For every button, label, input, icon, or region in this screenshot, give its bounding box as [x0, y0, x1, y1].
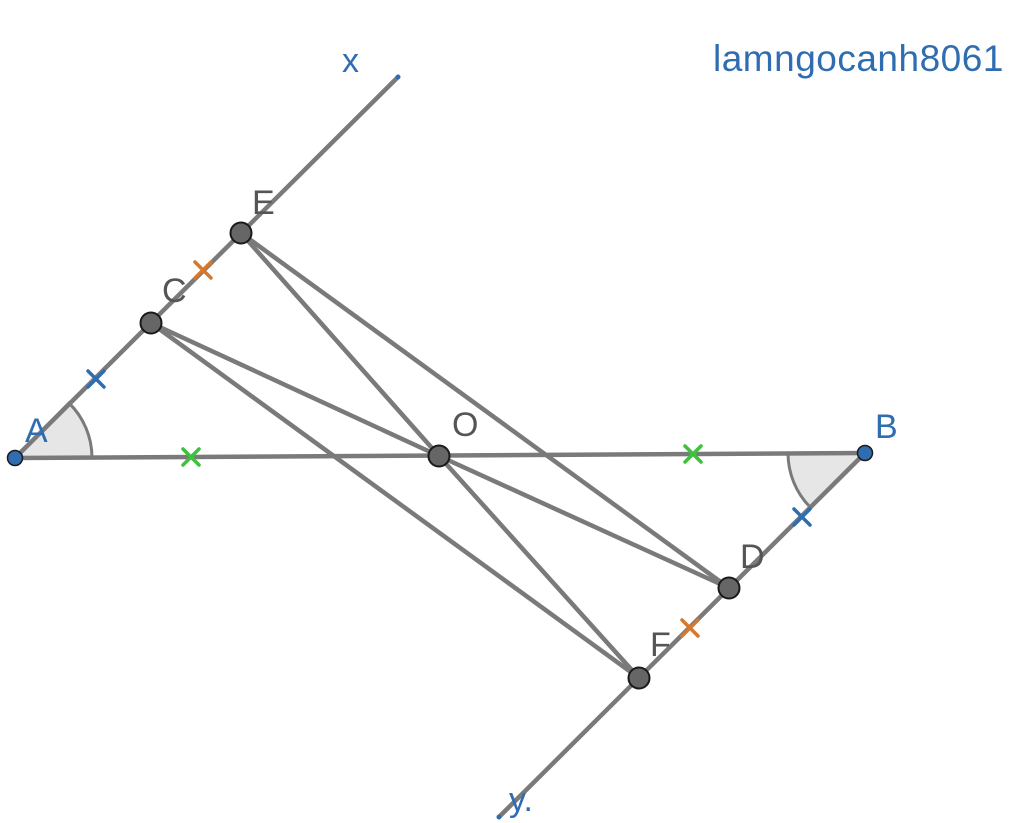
point-A — [6, 449, 24, 467]
label-O: O — [452, 406, 478, 444]
point-C — [139, 311, 163, 335]
segment-CF — [148, 320, 642, 681]
label-C: C — [162, 272, 187, 310]
segment-ED — [238, 230, 732, 591]
point-O — [427, 444, 451, 468]
point-B — [856, 444, 874, 462]
point-E — [229, 221, 253, 245]
watermark-text: lamngocanh8061 — [713, 38, 1004, 79]
tick-mark-DF — [680, 618, 700, 638]
ray-end-x — [395, 74, 401, 80]
label-E: E — [252, 184, 275, 222]
angle-marker-B — [786, 451, 869, 510]
tick-mark-OB — [683, 444, 703, 464]
segment-OD — [436, 453, 732, 591]
label-B: B — [875, 408, 898, 446]
label-ray-y: y. — [509, 781, 533, 819]
point-F — [627, 666, 651, 690]
ray-end-y — [496, 814, 502, 820]
label-A: A — [25, 412, 48, 450]
segment-CO — [148, 320, 442, 459]
tick-mark-AC — [86, 369, 106, 389]
tick-mark-CE — [193, 260, 213, 280]
label-F: F — [650, 626, 671, 664]
tick-mark-AO — [181, 447, 201, 467]
tick-mark-BD — [792, 507, 812, 527]
segment-EO — [238, 230, 442, 459]
point-D — [717, 576, 741, 600]
label-D: D — [740, 538, 765, 576]
segment-OF — [436, 453, 642, 681]
label-ray-x: x — [342, 42, 359, 80]
